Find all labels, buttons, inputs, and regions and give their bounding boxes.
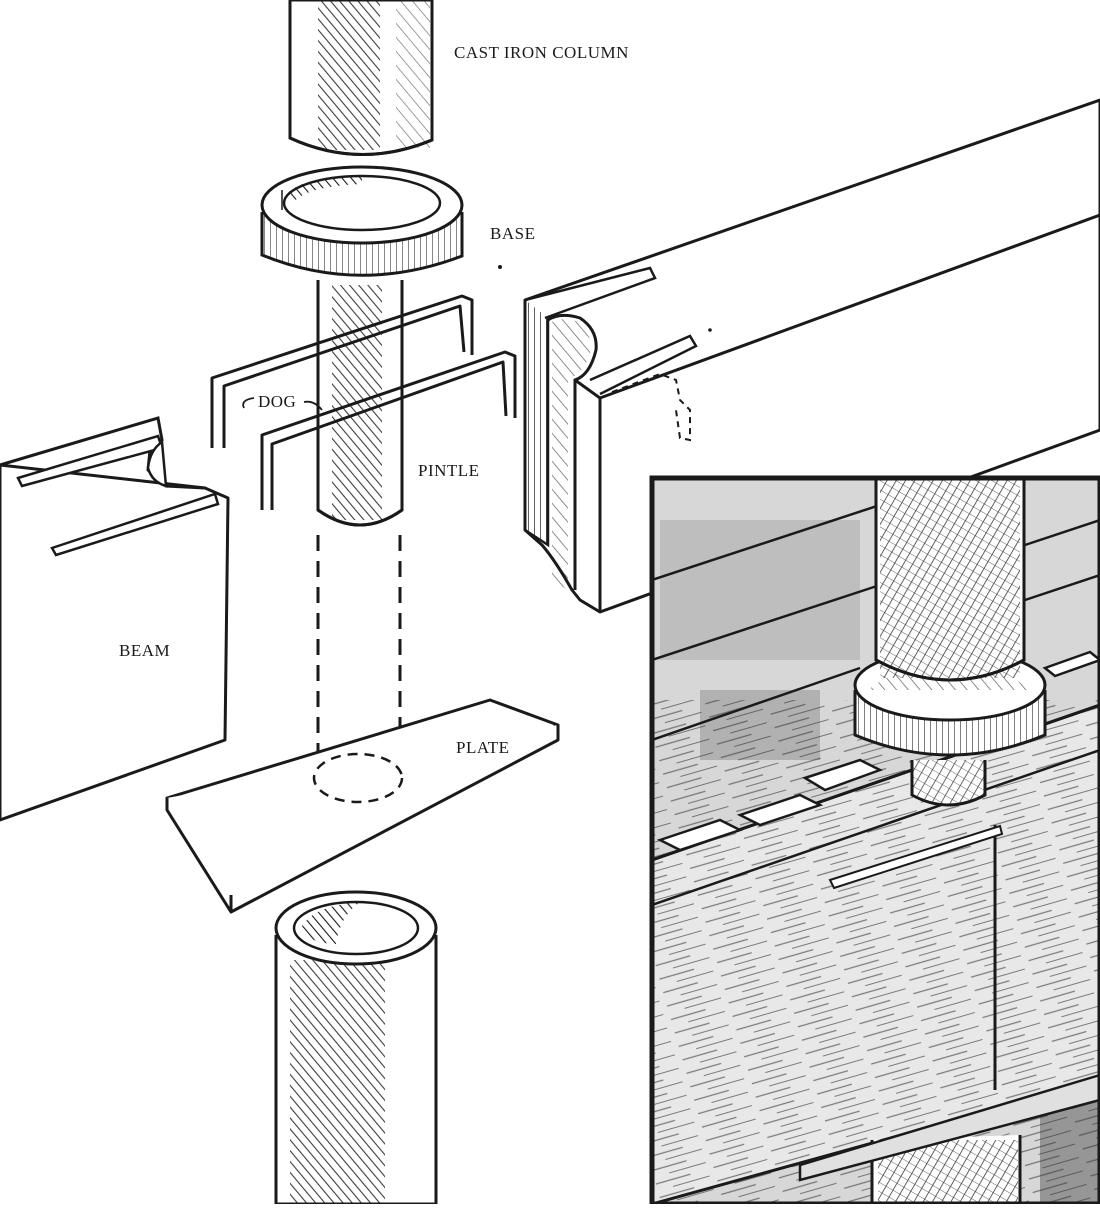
dog-leader-line [303, 400, 323, 411]
label-dog: DOG [258, 392, 297, 411]
label-cast-iron-column: CAST IRON COLUMN [454, 43, 629, 62]
upper-cast-iron-column [288, 0, 434, 156]
base-ring [260, 165, 464, 277]
label-plate: PLATE [456, 738, 510, 757]
label-beam: BEAM [119, 641, 171, 660]
dog-leader-curl [242, 397, 255, 409]
plate [165, 698, 560, 914]
label-pintle: PINTLE [418, 461, 480, 480]
assembled-inset [649, 475, 1100, 1207]
lower-cast-iron-column [274, 890, 438, 1206]
label-base: BASE [490, 224, 536, 243]
ink-speck [498, 265, 502, 269]
left-beam [0, 416, 230, 822]
ink-speck [708, 328, 712, 332]
dogs [210, 294, 517, 510]
pintle-shaft [316, 280, 404, 760]
